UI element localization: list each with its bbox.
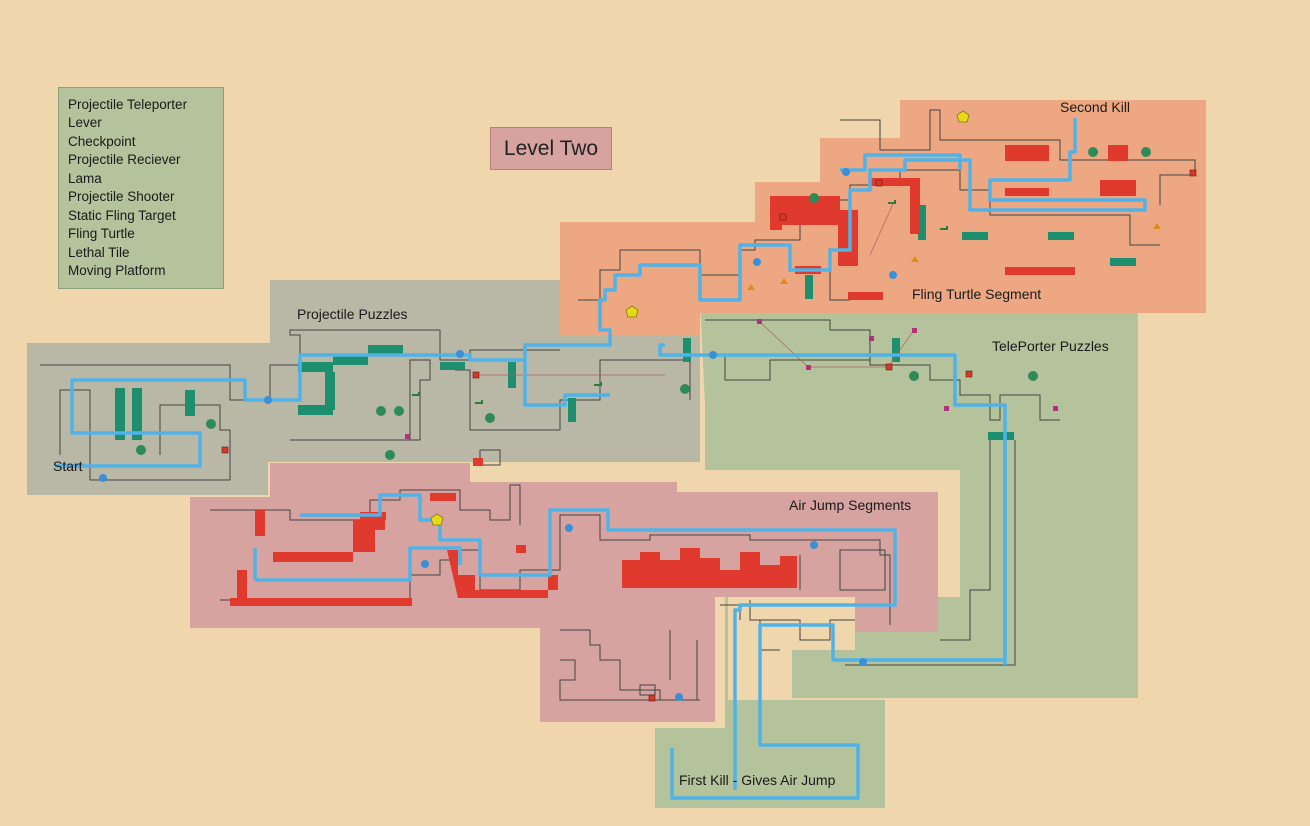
shooter-icon — [472, 371, 480, 379]
fling-turtle-icon — [780, 278, 788, 284]
shooter-icon — [779, 213, 787, 221]
legend: Projectile Teleporter Lever Checkpoint P… — [58, 87, 224, 289]
receiver-icon — [809, 193, 819, 203]
receiver-icon — [680, 384, 690, 394]
shooter-icon — [221, 446, 229, 454]
checkpoint-icon — [421, 560, 429, 568]
teleporter-icon — [869, 336, 874, 341]
checkpoint-icon — [264, 396, 272, 404]
checkpoint-icon — [889, 271, 897, 279]
shooter-icon — [965, 370, 973, 378]
receiver-icon — [394, 406, 404, 416]
shooter-icon — [648, 694, 656, 702]
legend-label-fling-turtle: Fling Turtle — [68, 226, 135, 241]
legend-label-lethal-tile: Lethal Tile — [68, 245, 130, 260]
projectile-receivers — [136, 147, 1151, 460]
fling-turtles — [747, 223, 1161, 290]
levers — [412, 200, 948, 404]
lever-icon — [940, 226, 948, 230]
teleporter-icon — [757, 319, 762, 324]
checkpoint-icon — [99, 474, 107, 482]
receiver-icon — [1141, 147, 1151, 157]
shooter-icon — [875, 179, 883, 187]
checkpoint-icon — [709, 351, 717, 359]
checkpoint-icon — [810, 541, 818, 549]
zone-label-first-kill: First Kill - Gives Air Jump — [679, 772, 836, 788]
zone-grey-start — [27, 280, 700, 495]
projectile-shooters — [221, 169, 1197, 702]
teleporter-icon — [405, 434, 410, 439]
legend-label-checkpoint: Checkpoint — [68, 134, 136, 149]
checkpoint-icon — [842, 168, 850, 176]
legend-label-receiver: Projectile Reciever — [68, 152, 181, 167]
projectile-teleporters — [405, 319, 1058, 439]
checkpoint-icon — [456, 350, 464, 358]
zone-label-air-jump: Air Jump Segments — [789, 497, 912, 513]
checkpoint-icon — [565, 524, 573, 532]
checkpoint-icon — [753, 258, 761, 266]
lever-icon — [594, 382, 602, 386]
receiver-icon — [376, 406, 386, 416]
lama-icon — [430, 513, 444, 526]
receiver-icon — [485, 413, 495, 423]
lama-icon — [956, 110, 970, 123]
fling-turtle-icon — [911, 256, 919, 262]
receiver-icon — [1028, 371, 1038, 381]
legend-label-lama: Lama — [68, 171, 102, 186]
checkpoint-icon — [859, 658, 867, 666]
legend-label-lever: Lever — [68, 115, 102, 130]
lever-icon — [475, 400, 483, 404]
fling-turtle-icon — [1153, 223, 1161, 229]
zone-green-teleporter — [655, 300, 1138, 808]
shooter-icon — [885, 363, 893, 371]
shooter-icon — [1189, 169, 1197, 177]
checkpoint-icon — [675, 693, 683, 701]
zone-label-teleporter-puzzles: TelePorter Puzzles — [992, 338, 1109, 354]
receiver-icon — [206, 419, 216, 429]
lethal-tiles — [115, 205, 1136, 440]
teleporter-icon — [1053, 406, 1058, 411]
lever-icon — [412, 386, 421, 396]
legend-label-fling-target: Static Fling Target — [68, 208, 176, 223]
player-path — [55, 118, 1147, 800]
legend-label-shooter: Projectile Shooter — [68, 189, 175, 204]
teleporter-icon — [944, 406, 949, 411]
lever-icon — [888, 200, 896, 204]
legend-label-moving-platform: Moving Platform — [68, 263, 166, 278]
fling-turtle-icon — [747, 284, 755, 290]
teleporter-icon — [806, 365, 811, 370]
teleporter-icon — [912, 328, 917, 333]
receiver-icon — [136, 445, 146, 455]
level-walls — [40, 109, 1196, 701]
teleporter-links — [475, 203, 915, 376]
zone-label-projectile-puzzles: Projectile Puzzles — [297, 306, 408, 322]
zone-label-start: Start — [53, 458, 83, 474]
level-title: Level Two — [490, 127, 612, 170]
lamas — [430, 110, 970, 526]
legend-label-teleporter: Projectile Teleporter — [68, 97, 188, 112]
receiver-icon — [385, 450, 395, 460]
checkpoints — [99, 168, 897, 701]
receiver-icon — [909, 371, 919, 381]
lama-icon — [625, 305, 639, 318]
zone-label-second-kill: Second Kill — [1060, 99, 1131, 115]
receiver-icon — [1088, 147, 1098, 157]
zone-label-fling-turtle: Fling Turtle Segment — [912, 286, 1042, 302]
